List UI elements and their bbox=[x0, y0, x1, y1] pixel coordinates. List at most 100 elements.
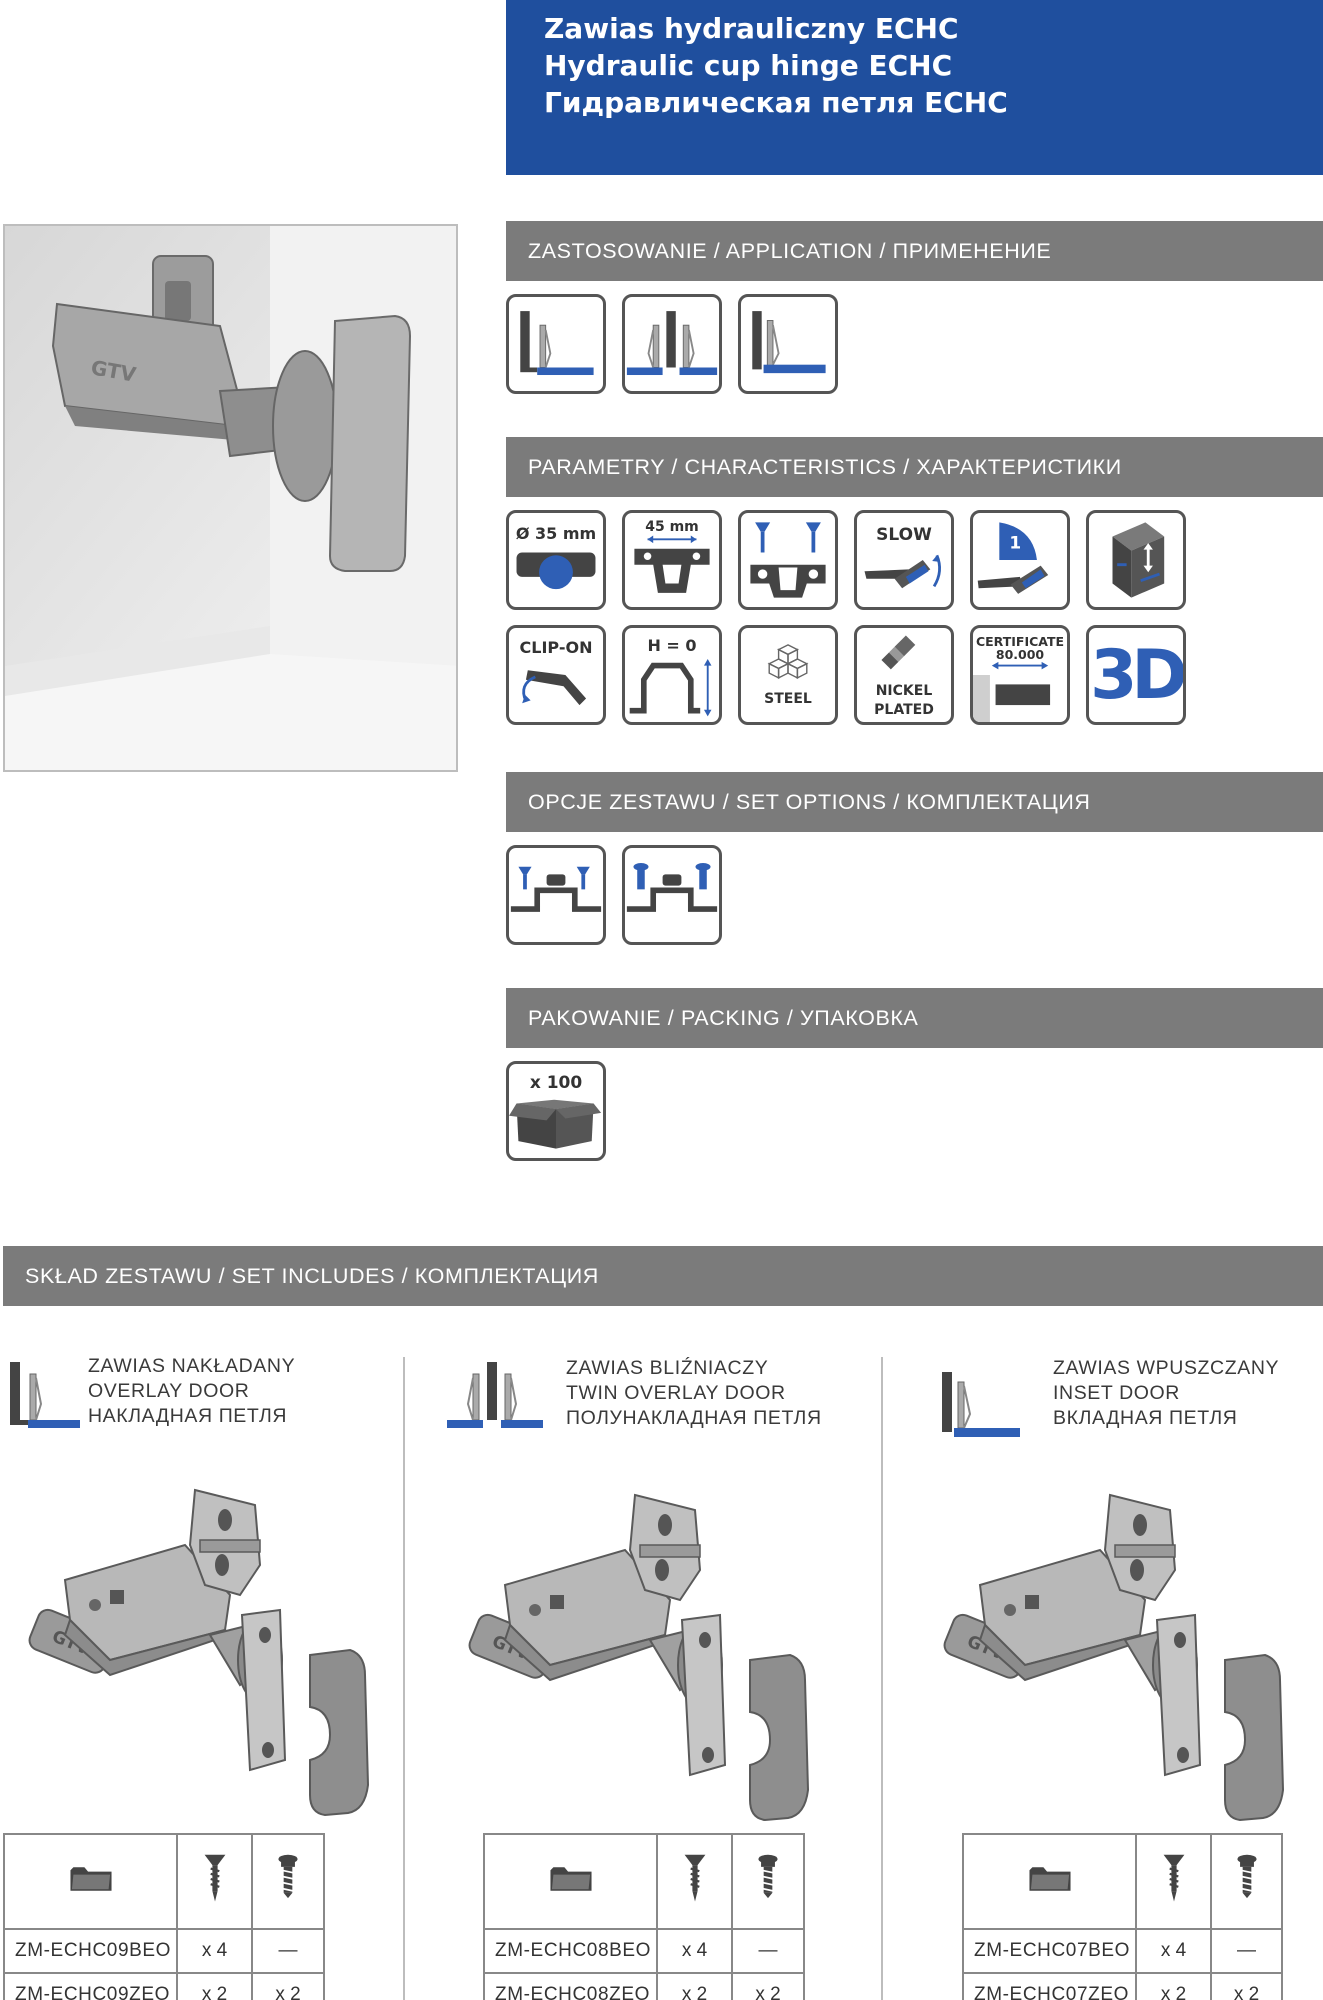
kit-inset-hinge-image bbox=[925, 1490, 1295, 1830]
kit-twin-label-ru: ПОЛУНАКЛАДНАЯ ПЕТЛЯ bbox=[566, 1407, 822, 1429]
table-row: ZM-ECHC07ZEO x 2 x 2 bbox=[962, 1972, 1283, 2000]
kit-twin-label-en: TWIN OVERLAY DOOR bbox=[566, 1382, 786, 1404]
3d-label: 3D bbox=[1090, 636, 1183, 715]
clip-on-tile: CLIP-ON bbox=[506, 625, 606, 725]
nickel-label-2: PLATED bbox=[874, 702, 934, 718]
euro-screw-icon bbox=[755, 1853, 781, 1905]
soft-close-icon bbox=[864, 554, 941, 589]
certificate-label-2: 80.000 bbox=[995, 647, 1045, 662]
cup-diameter-tile: Ø 35 mm bbox=[506, 510, 606, 610]
kit-overlay-label-pl: ZAWIAS NAKŁADANY bbox=[88, 1355, 296, 1377]
wood-screw-icon bbox=[202, 1853, 228, 1905]
kit-twin-overlay-door-icon bbox=[447, 1362, 543, 1428]
application-inset-tile bbox=[738, 294, 838, 394]
cube-adjust-icon bbox=[1112, 522, 1165, 598]
height-icon bbox=[629, 659, 712, 717]
column-divider-1 bbox=[403, 1357, 405, 2000]
wood-screw-qty: x 4 bbox=[1135, 1928, 1212, 1974]
certificate-cycles-icon bbox=[973, 661, 1051, 722]
kit-overlay-hinge-image bbox=[10, 1485, 380, 1825]
euro-screw-qty: x 2 bbox=[1210, 1972, 1283, 2000]
wood-screw-cell bbox=[176, 1833, 253, 1930]
column-divider-2 bbox=[881, 1357, 883, 2000]
slow-tile: SLOW bbox=[854, 510, 954, 610]
brush-icon bbox=[881, 635, 916, 670]
folder-icon bbox=[69, 1864, 113, 1894]
table-row: ZM-ECHC09ZEO x 2 x 2 bbox=[3, 1972, 325, 2000]
box-icon bbox=[509, 1099, 602, 1149]
euro-screw-cell bbox=[731, 1833, 805, 1930]
opening-angle-tile: 1 bbox=[970, 510, 1070, 610]
table-row: ZM-ECHC08ZEO x 2 x 2 bbox=[483, 1972, 805, 2000]
wood-screw-qty: x 2 bbox=[1135, 1972, 1212, 2000]
clip-on-icon bbox=[522, 670, 587, 706]
nickel-label-1: NICKEL bbox=[875, 683, 933, 699]
kit-inset-door-icon bbox=[942, 1372, 1020, 1437]
fixing-tile bbox=[738, 510, 838, 610]
kit-twin-table: ZM-ECHC08BEO x 4 — ZM-ECHC08ZEO x 2 x 2 bbox=[483, 1833, 805, 2000]
application-header: ZASTOSOWANIE / APPLICATION / ПРИМЕНЕНИЕ bbox=[506, 221, 1323, 281]
kit-overlay-label-ru: НАКЛАДНАЯ ПЕТЛЯ bbox=[88, 1405, 288, 1427]
kit-inset-label: ZAWIAS WPUSZCZANY INSET DOOR ВКЛАДНАЯ ПЕ… bbox=[1053, 1356, 1279, 1431]
kit-overlay-door-icon bbox=[10, 1362, 80, 1428]
overlay-door-icon bbox=[520, 311, 594, 376]
option-euro-screws-tile bbox=[622, 845, 722, 945]
wood-screw-qty: x 2 bbox=[176, 1972, 253, 2000]
packing-tile: x 100 bbox=[506, 1061, 606, 1161]
steel-label: STEEL bbox=[764, 691, 812, 707]
title-banner: Zawias hydrauliczny ECHC Hydraulic cup h… bbox=[506, 0, 1323, 175]
wood-screw-icon bbox=[1161, 1853, 1187, 1905]
product-code: ZM-ECHC09ZEO bbox=[3, 1972, 178, 2000]
application-overlay-tile bbox=[506, 294, 606, 394]
product-code: ZM-ECHC07ZEO bbox=[962, 1972, 1137, 2000]
cup-diameter-icon bbox=[516, 552, 596, 590]
nickel-tile: NICKEL PLATED bbox=[854, 625, 954, 725]
euro-screw-cell bbox=[1210, 1833, 1283, 1930]
euro-screw-qty: — bbox=[1210, 1928, 1283, 1974]
euro-screw-qty: — bbox=[731, 1928, 805, 1974]
distance-icon bbox=[634, 535, 710, 593]
wood-screw-icon bbox=[682, 1853, 708, 1905]
opening-angle-icon: 1 bbox=[977, 522, 1049, 594]
distance-tile: 45 mm bbox=[622, 510, 722, 610]
steel-tile: STEEL bbox=[738, 625, 838, 725]
wood-screw-qty: x 2 bbox=[656, 1972, 733, 2000]
product-photo: GTV bbox=[3, 224, 458, 772]
table-header-row bbox=[3, 1833, 325, 1930]
folder-cell bbox=[3, 1833, 178, 1930]
kit-inset-label-pl: ZAWIAS WPUSZCZANY bbox=[1053, 1357, 1280, 1379]
euro-screw-plate-icon bbox=[626, 863, 718, 912]
option-wood-screws-tile bbox=[506, 845, 606, 945]
table-row: ZM-ECHC08BEO x 4 — bbox=[483, 1928, 805, 1974]
euro-screw-qty: x 2 bbox=[251, 1972, 325, 2000]
euro-screw-qty: x 2 bbox=[731, 1972, 805, 2000]
application-twin-tile bbox=[622, 294, 722, 394]
kit-inset-label-ru: ВКЛАДНАЯ ПЕТЛЯ bbox=[1053, 1407, 1238, 1429]
wood-screw-plate-icon bbox=[510, 866, 602, 912]
product-code: ZM-ECHC09BEO bbox=[3, 1928, 178, 1974]
twin-overlay-door-icon bbox=[626, 311, 718, 376]
euro-screw-cell bbox=[251, 1833, 325, 1930]
table-header-row bbox=[962, 1833, 1283, 1930]
wood-screw-cell bbox=[1135, 1833, 1212, 1930]
packing-quantity: x 100 bbox=[529, 1073, 583, 1093]
title-pl: Zawias hydrauliczny ECHC bbox=[544, 12, 959, 45]
height-tile: H = 0 bbox=[622, 625, 722, 725]
folder-cell bbox=[962, 1833, 1137, 1930]
euro-screw-qty: — bbox=[251, 1928, 325, 1974]
table-header-row bbox=[483, 1833, 805, 1930]
cup-diameter-label: Ø 35 mm bbox=[515, 524, 597, 543]
certificate-tile: CERTIFICATE 80.000 bbox=[970, 625, 1070, 725]
steel-cubes-icon bbox=[767, 644, 809, 679]
wood-screw-qty: x 4 bbox=[656, 1928, 733, 1974]
title-ru: Гидравлическая петля ECHC bbox=[544, 86, 1008, 119]
kit-twin-hinge-image bbox=[450, 1490, 820, 1830]
clip-on-label: CLIP-ON bbox=[519, 638, 593, 657]
wood-screw-cell bbox=[656, 1833, 733, 1930]
screw-fixing-icon bbox=[750, 522, 826, 598]
euro-screw-icon bbox=[275, 1853, 301, 1905]
kit-overlay-table: ZM-ECHC09BEO x 4 — ZM-ECHC09ZEO x 2 x 2 bbox=[3, 1833, 325, 2000]
product-code: ZM-ECHC08ZEO bbox=[483, 1972, 658, 2000]
characteristics-header: PARAMETRY / CHARACTERISTICS / ХАРАКТЕРИС… bbox=[506, 437, 1323, 497]
certificate-label-1: CERTIFICATE bbox=[975, 634, 1065, 649]
